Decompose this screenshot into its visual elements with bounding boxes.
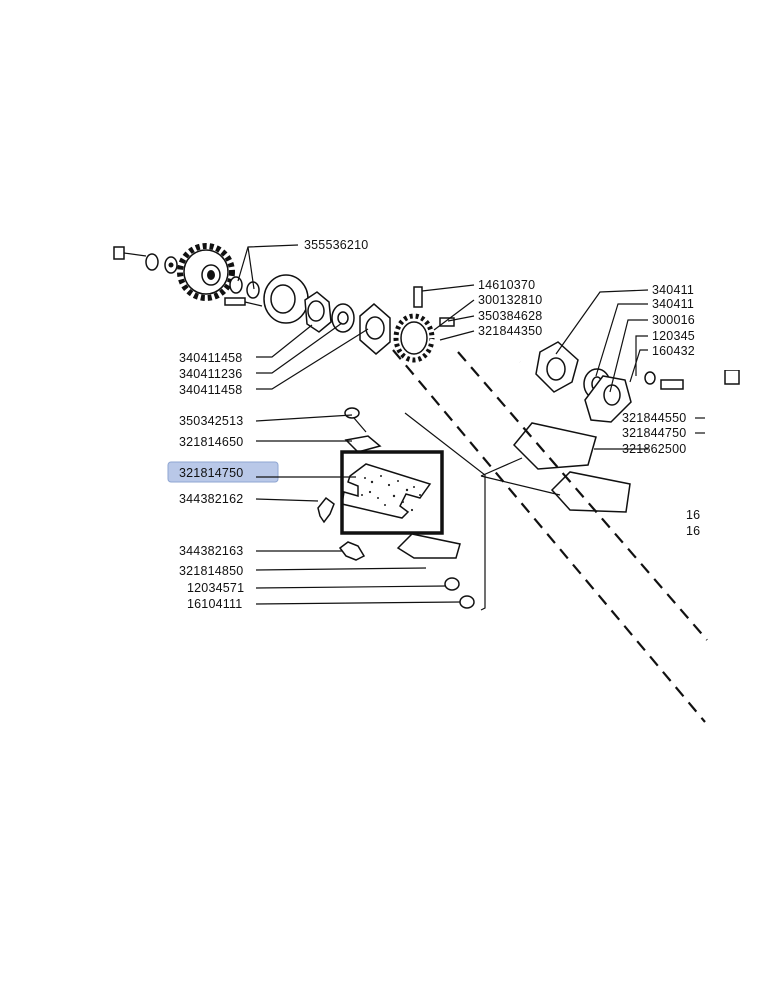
right-crop-mask <box>707 280 771 370</box>
lower-right-plates <box>512 422 631 513</box>
label-14610370: 14610370 <box>478 278 535 292</box>
label-340411236: 340411236 <box>179 367 242 381</box>
bolt-350342513 <box>344 407 367 433</box>
clip-344382162 <box>317 496 335 524</box>
right-crop-mask-lower <box>707 505 771 545</box>
callout-box <box>340 450 444 535</box>
sprocket-assembly <box>113 243 263 307</box>
label-340411-a-cropped: 340411 <box>652 283 694 297</box>
assembly-axis-2 <box>457 351 708 641</box>
label-321844350: 321844350 <box>478 324 542 338</box>
assembly-axis-1 <box>392 349 706 723</box>
right-bearing-assembly <box>535 341 740 423</box>
label-340411-b-cropped: 340411 <box>652 297 694 311</box>
plate-321814850 <box>396 533 461 559</box>
label-350342513: 350342513 <box>179 414 243 428</box>
label-16-cropped-b: 16 <box>686 524 700 538</box>
clip-344382163 <box>338 541 366 561</box>
label-16104111: 16104111 <box>187 597 242 611</box>
label-355536210: 355536210 <box>304 238 368 252</box>
label-12034571: 12034571 <box>187 581 244 595</box>
flange-bearing-set <box>263 274 391 355</box>
label-321844750: 321844750 <box>622 426 686 440</box>
pinion-shaft-assembly <box>393 286 521 364</box>
group-bracket <box>404 412 486 611</box>
label-344382163: 344382163 <box>179 544 243 558</box>
label-321814750: 321814750 <box>179 466 243 480</box>
label-340411458-a: 340411458 <box>179 351 242 365</box>
label-300132810: 300132810 <box>478 293 542 307</box>
bracket-321814650 <box>344 435 382 453</box>
label-321814850: 321814850 <box>179 564 243 578</box>
label-160432-cropped: 160432 <box>652 344 695 358</box>
washer-12034571 <box>444 577 460 591</box>
leader-lines <box>237 244 705 605</box>
plate-321814750 <box>341 463 432 519</box>
label-300016-cropped: 300016 <box>652 313 695 327</box>
label-120345-cropped: 120345 <box>652 329 695 343</box>
label-16-cropped-a: 16 <box>686 508 700 522</box>
label-344382162: 344382162 <box>179 492 243 506</box>
label-350384628: 350384628 <box>478 309 542 323</box>
label-340411458-b: 340411458 <box>179 383 242 397</box>
highlighted-part-label-background <box>167 461 279 483</box>
label-321862500: 321862500 <box>622 442 686 456</box>
nut-16104111 <box>459 595 475 609</box>
label-321844550: 321844550 <box>622 411 686 425</box>
label-321814650: 321814650 <box>179 435 243 449</box>
